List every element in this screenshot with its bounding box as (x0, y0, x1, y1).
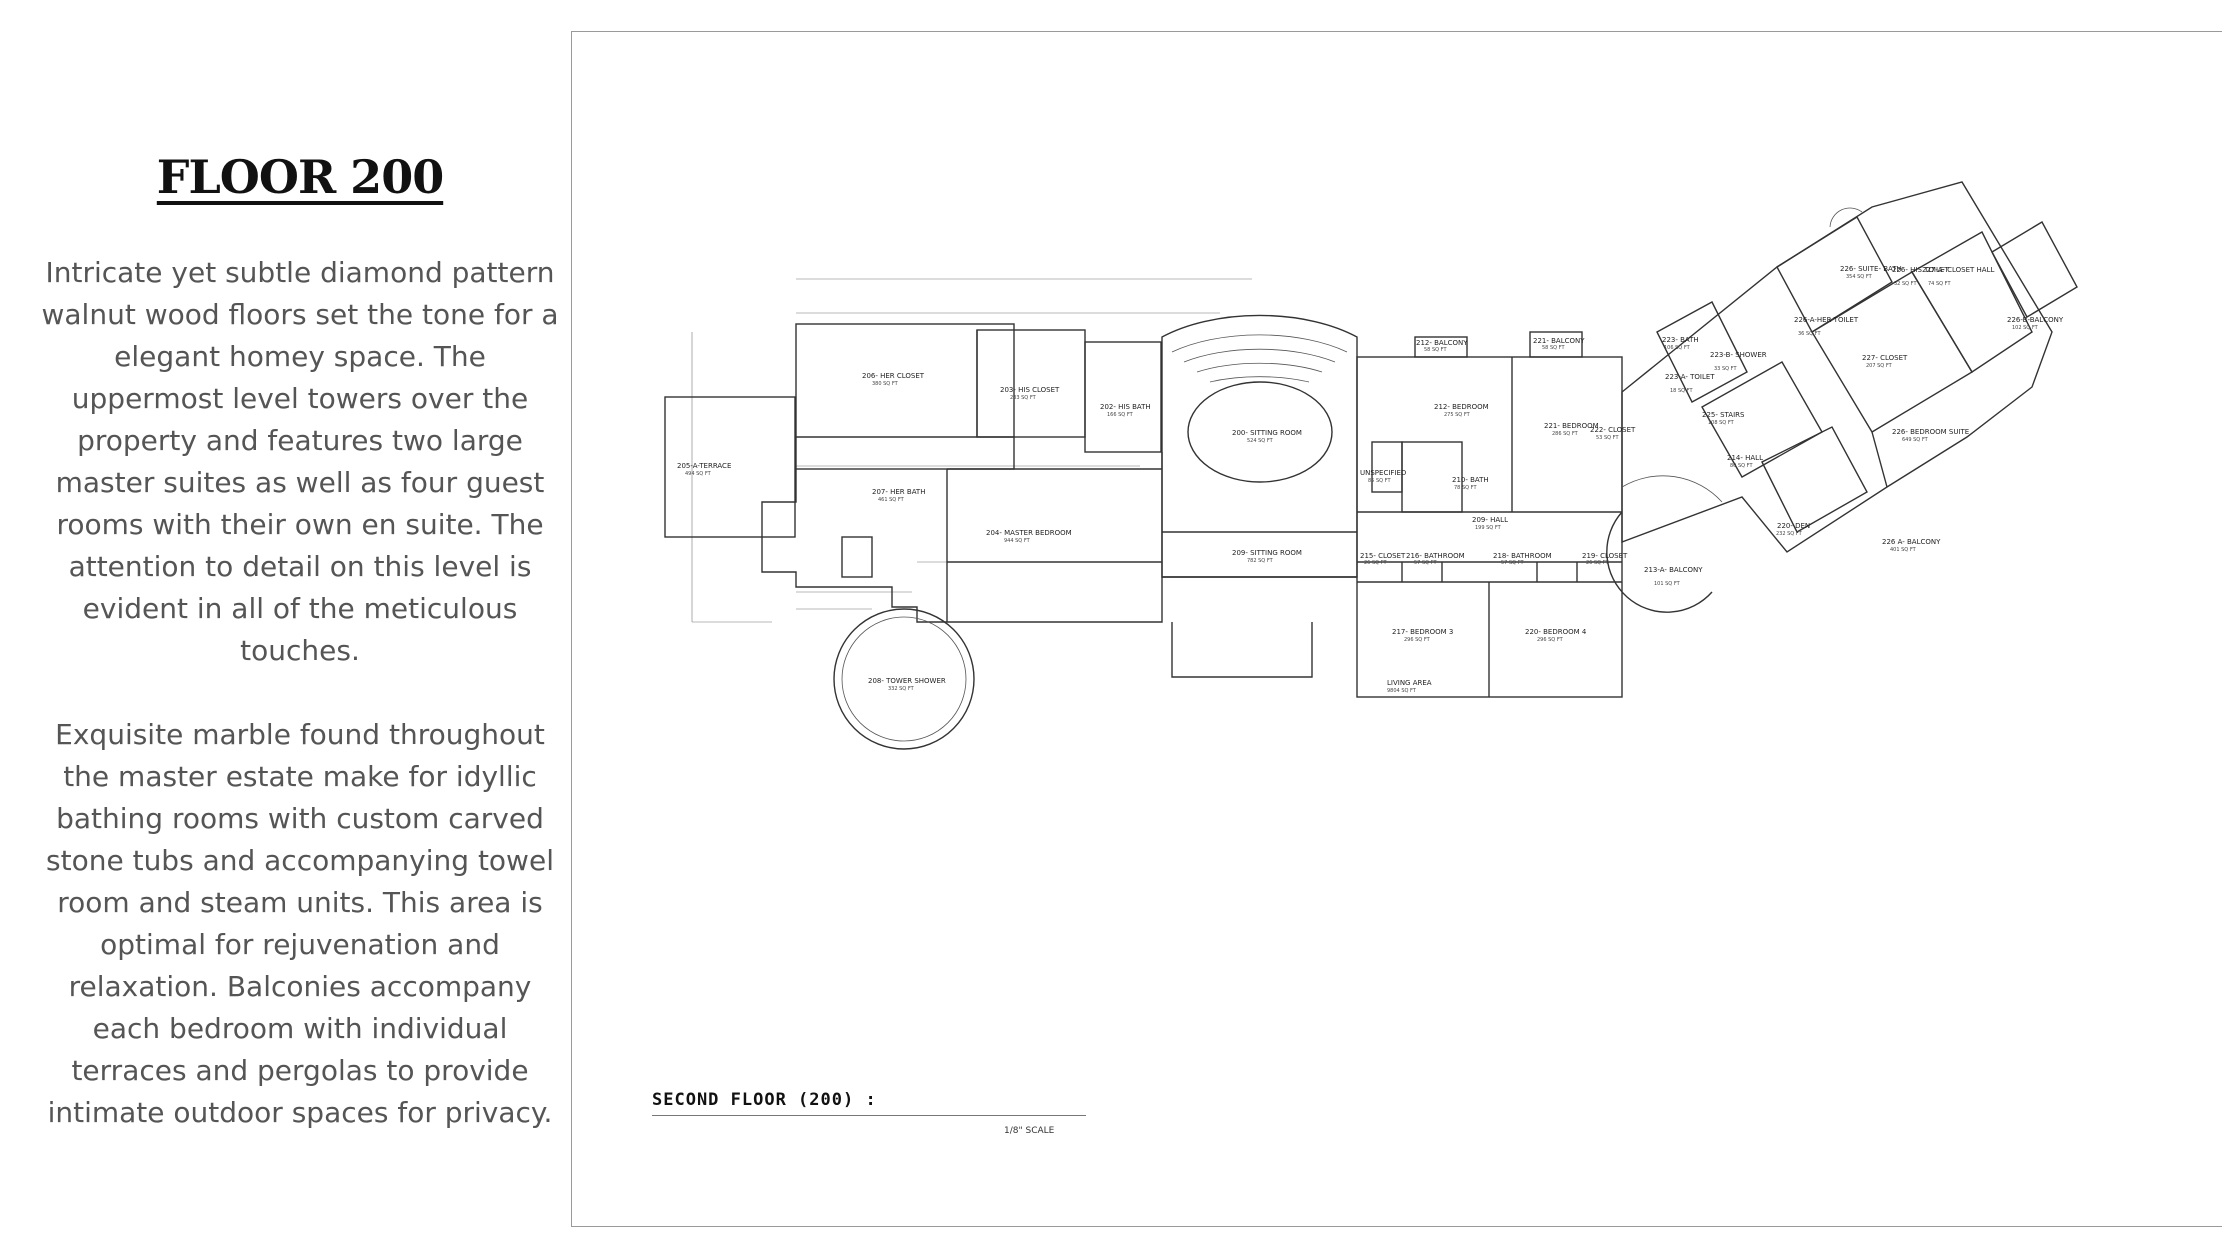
floor-plan-frame: 205-A-TERRACE 494 SQ FT 206- HER CLOSET … (571, 31, 2222, 1227)
room-label: 223-B- SHOWER (1710, 351, 1767, 359)
room-label: 221- BEDROOM (1544, 422, 1599, 430)
guest-bedrooms-walls (1356, 331, 1623, 698)
room-label: 217- BEDROOM 3 (1392, 628, 1453, 636)
room-label: 206- HER CLOSET (862, 372, 925, 380)
room-area: 32 SQ FT (1894, 281, 1917, 287)
room-label: 202- HIS BATH (1100, 403, 1151, 411)
room-area: 102 SQ FT (2012, 325, 2039, 331)
room-area: 53 SQ FT (1596, 435, 1619, 441)
room-label: 220- DEN (1777, 522, 1810, 530)
room-area: 166 SQ FT (1107, 412, 1134, 418)
room-area: 108 SQ FT (1708, 420, 1735, 426)
room-area: 296 SQ FT (1537, 637, 1564, 643)
room-label: LIVING AREA (1387, 679, 1432, 687)
room-area: 58 SQ FT (1424, 347, 1447, 353)
caption-underline (652, 1115, 1086, 1116)
room-area: 57 SQ FT (1414, 560, 1437, 566)
room-label: 212- BALCONY (1416, 339, 1468, 347)
room-label: 226-A-HER TOILET (1794, 316, 1859, 324)
room-label: 223-A- TOILET (1665, 373, 1715, 381)
room-area: 26 SQ FT (1364, 560, 1387, 566)
room-area: 58 SQ FT (1542, 345, 1565, 351)
room-label: 223- BATH (1662, 336, 1699, 344)
room-area: 524 SQ FT (1247, 438, 1274, 444)
scale-note: 1/8" SCALE (1004, 1126, 1055, 1136)
room-label: 226- SUITE- BATH (1840, 265, 1902, 273)
room-area: 26 SQ FT (1586, 560, 1609, 566)
description-paragraph-1: Intricate yet subtle diamond pattern wal… (41, 256, 559, 667)
room-label: 204- MASTER BEDROOM (986, 529, 1072, 537)
room-area: 33 SQ FT (1714, 366, 1737, 372)
room-label: 219- CLOSET (1582, 552, 1628, 560)
room-area: 18 SQ FT (1670, 388, 1693, 394)
room-area: 106 SQ FT (1664, 345, 1691, 351)
dimension-lines (691, 278, 1252, 623)
room-label: 226- BEDROOM SUITE (1892, 428, 1969, 436)
room-area: 57 SQ FT (1501, 560, 1524, 566)
room-label: 226-B-BALCONY (2007, 316, 2064, 324)
tower-shower-walls (833, 608, 975, 750)
room-area: 401 SQ FT (1890, 547, 1917, 553)
room-area: 101 SQ FT (1654, 581, 1681, 587)
room-area: 782 SQ FT (1247, 558, 1274, 564)
room-area: 332 SQ FT (888, 686, 915, 692)
room-area: 233 SQ FT (1010, 395, 1037, 401)
room-area: 944 SQ FT (1004, 538, 1031, 544)
room-area: 199 SQ FT (1475, 525, 1502, 531)
room-label: 218- BATHROOM (1493, 552, 1552, 560)
room-label: 212- BEDROOM (1434, 403, 1489, 411)
room-label: 205-A-TERRACE (677, 462, 731, 470)
room-label: 209- HALL (1472, 516, 1508, 524)
room-area: 296 SQ FT (1404, 637, 1431, 643)
description-paragraph-2: Exquisite marble found throughout the ma… (46, 718, 554, 1129)
west-wing-walls (664, 323, 1313, 678)
room-label: 208- TOWER SHOWER (868, 677, 946, 685)
plan-caption: SECOND FLOOR (200) : (652, 1090, 877, 1110)
room-area: 80 SQ FT (1730, 463, 1753, 469)
room-label: 220- BEDROOM 4 (1525, 628, 1587, 636)
room-area: 9804 SQ FT (1387, 688, 1417, 694)
central-rotunda-walls (1161, 314, 1358, 578)
room-label: 222- CLOSET (1590, 426, 1636, 434)
room-label: 200- SITTING ROOM (1232, 429, 1302, 437)
room-area: 74 SQ FT (1928, 281, 1951, 287)
floor-plan-drawing: 205-A-TERRACE 494 SQ FT 206- HER CLOSET … (664, 181, 2078, 750)
room-area: 36 SQ FT (1798, 331, 1821, 337)
room-area: 85 SQ FT (1368, 478, 1391, 484)
room-label: 226- HIS TOILET (1892, 266, 1949, 274)
room-label: 225- STAIRS (1702, 411, 1745, 419)
room-area: 78 SQ FT (1454, 485, 1477, 491)
room-area: 275 SQ FT (1444, 412, 1471, 418)
room-label: 227-A- CLOSET HALL (1922, 266, 1994, 274)
room-area: 207 SQ FT (1866, 363, 1893, 369)
room-label: 209- SITTING ROOM (1232, 549, 1302, 557)
room-label: 226 A- BALCONY (1882, 538, 1941, 546)
room-area: 461 SQ FT (878, 497, 905, 503)
room-area: 232 SQ FT (1776, 531, 1803, 537)
room-area: 286 SQ FT (1552, 431, 1579, 437)
room-area: 354 SQ FT (1846, 274, 1873, 280)
room-label: 216- BATHROOM (1406, 552, 1465, 560)
description-panel: FLOOR 200 Intricate yet subtle diamond p… (40, 120, 560, 1176)
room-area: 380 SQ FT (872, 381, 899, 387)
room-label: 214- HALL (1727, 454, 1763, 462)
room-label: 210- BATH (1452, 476, 1489, 484)
room-label: 215- CLOSET (1360, 552, 1406, 560)
room-label: 207- HER BATH (872, 488, 925, 496)
northeast-wing-walls (1621, 181, 2078, 553)
room-label: 221- BALCONY (1533, 337, 1585, 345)
room-label: UNSPECIFIED (1360, 469, 1406, 477)
page-title: FLOOR 200 (156, 150, 444, 204)
room-area: 494 SQ FT (685, 471, 712, 477)
room-label: 227- CLOSET (1862, 354, 1908, 362)
balcony-arc (1606, 475, 1723, 613)
room-label: 203- HIS CLOSET (1000, 386, 1060, 394)
room-label: 213-A- BALCONY (1644, 566, 1703, 574)
room-labels: 205-A-TERRACE 494 SQ FT 206- HER CLOSET … (677, 265, 2064, 694)
room-area: 649 SQ FT (1902, 437, 1929, 443)
